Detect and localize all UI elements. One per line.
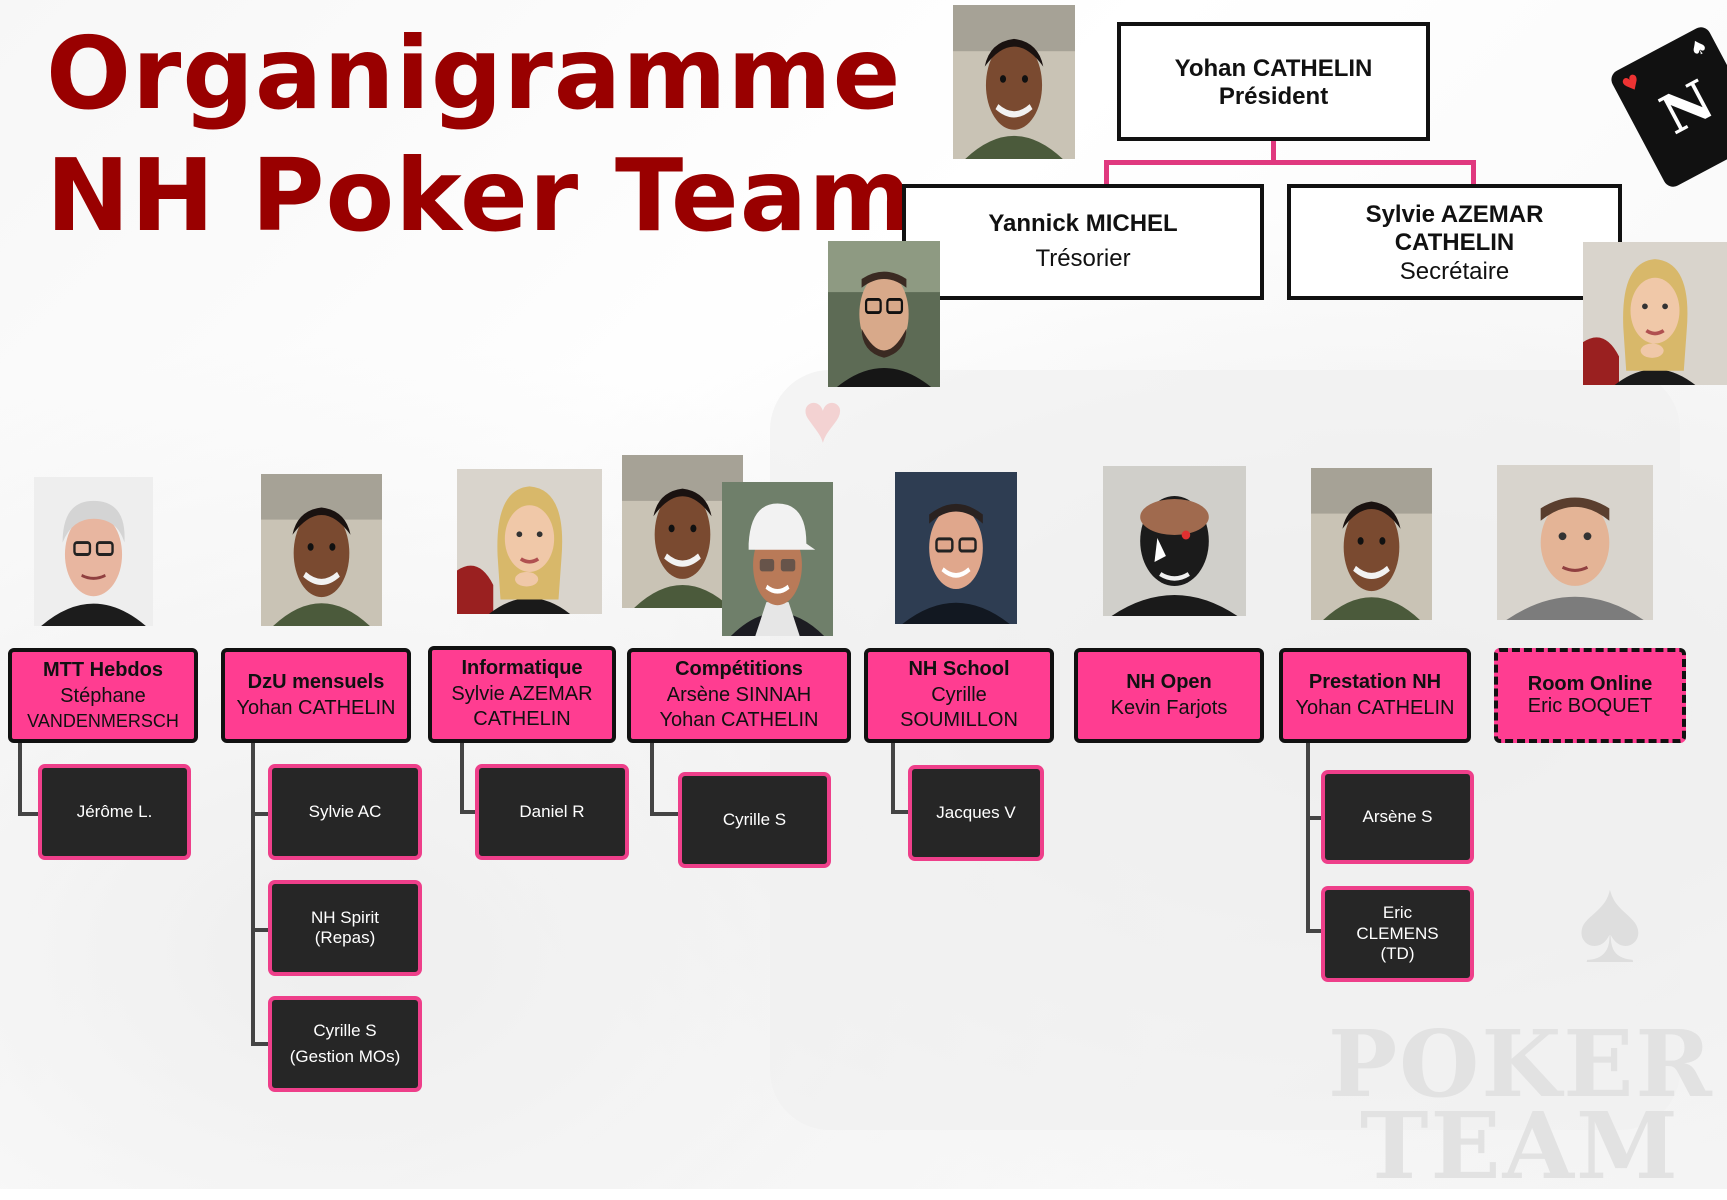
connector-line (18, 812, 42, 816)
dept-lead: Cyrille (931, 683, 987, 706)
dept-box-competitions: Compétitions Arsène SINNAH Yohan CATHELI… (627, 648, 851, 743)
logo-letter: N (1650, 67, 1724, 147)
secretary-box: Sylvie AZEMAR CATHELIN Secrétaire (1287, 184, 1622, 300)
member-name: Arsène S (1362, 806, 1433, 826)
dept-lead: Arsène SINNAH (666, 683, 812, 706)
president-role: Président (1218, 82, 1329, 110)
member-name-line2: CLEMENS (1356, 923, 1439, 943)
member-note: (Gestion MOs) (289, 1047, 401, 1066)
connector-line (1306, 816, 1328, 820)
dept-box-nh-open: NH Open Kevin Farjots (1074, 648, 1264, 743)
connector-line (650, 812, 684, 816)
connector-line (1306, 740, 1310, 932)
member-name: Cyrille S (313, 1020, 377, 1040)
connector-line (1104, 160, 1476, 165)
member-box: Eric CLEMENS (TD) (1321, 886, 1474, 982)
watermark-heart-icon: ♥ (802, 379, 844, 457)
member-name: NH Spirit (310, 907, 379, 927)
dept-lead: Sylvie AZEMAR (451, 682, 593, 705)
connector-line (1271, 141, 1276, 164)
dept-box-mtt-hebdos: MTT Hebdos Stéphane VANDENMERSCH (8, 648, 198, 743)
member-box: NH Spirit (Repas) (268, 880, 422, 976)
connector-line (1306, 929, 1328, 933)
member-box: Cyrille S (678, 772, 831, 868)
secretary-role: Secrétaire (1399, 257, 1510, 285)
photo-nh-open (1103, 466, 1246, 616)
member-box: Cyrille S (Gestion MOs) (268, 996, 422, 1092)
president-box: Yohan CATHELIN Président (1117, 22, 1430, 141)
dept-box-dzu-mensuels: DzU mensuels Yohan CATHELIN (221, 648, 411, 743)
connector-line (650, 740, 654, 815)
page-title-line1: Organigramme (46, 15, 902, 132)
dept-lead: Kevin Farjots (1110, 696, 1228, 719)
photo-room-online (1497, 465, 1653, 620)
dept-title: NH School (908, 658, 1010, 681)
connector-line (18, 740, 22, 816)
member-box: Daniel R (475, 764, 629, 860)
member-name: Jérôme L. (76, 801, 153, 821)
dept-lead-line2: SOUMILLON (900, 709, 1018, 732)
dept-title: Room Online (1527, 672, 1653, 695)
connector-line (251, 812, 273, 816)
connector-line (891, 740, 895, 813)
photo-secretary (1583, 242, 1727, 385)
photo-prestation-nh (1311, 468, 1432, 620)
dept-lead: Yohan CATHELIN (236, 696, 396, 719)
spade-icon: ♠ (1684, 32, 1713, 63)
member-name: Eric (1382, 903, 1413, 923)
dept-title: Compétitions (675, 658, 803, 681)
member-name: Jacques V (936, 802, 1016, 822)
dept-lead-line2: CATHELIN (473, 708, 571, 731)
dept-lead: Eric BOQUET (1527, 694, 1653, 717)
photo-nh-school (895, 472, 1017, 624)
dept-box-room-online: Room Online Eric BOQUET (1494, 648, 1686, 743)
connector-line (1104, 160, 1109, 186)
member-box: Arsène S (1321, 770, 1474, 864)
page-title-line2: NH Poker Team (46, 137, 914, 254)
connector-line (460, 740, 464, 813)
dept-title: DzU mensuels (247, 670, 385, 693)
dept-title: MTT Hebdos (43, 659, 163, 682)
watermark-word-team: TEAM (1360, 1092, 1680, 1200)
watermark-word-poker: POKER (1328, 1010, 1714, 1118)
connector-line (251, 928, 273, 932)
connector-line (1471, 160, 1476, 186)
photo-dzu-mensuels (261, 474, 382, 626)
treasurer-box: Yannick MICHEL Trésorier (902, 184, 1264, 300)
dept-title: Informatique (461, 657, 583, 680)
heart-icon: ♥ (1617, 68, 1645, 99)
president-name: Yohan CATHELIN (1174, 55, 1373, 82)
member-note: (Repas) (314, 928, 376, 947)
connector-line (251, 740, 255, 1046)
photo-president (953, 5, 1075, 159)
member-name: Sylvie AC (308, 801, 382, 821)
treasurer-name: Yannick MICHEL (988, 210, 1178, 237)
photo-informatique (457, 469, 602, 614)
watermark-spade-icon: ♠ (1578, 854, 1642, 988)
connector-line (251, 1042, 273, 1046)
member-box: Jacques V (908, 765, 1044, 861)
dept-title: Prestation NH (1308, 670, 1442, 693)
photo-competitions-2 (722, 482, 833, 636)
member-box: Jérôme L. (38, 764, 191, 860)
member-name: Daniel R (519, 801, 585, 821)
connector-line (460, 810, 482, 814)
member-name: Cyrille S (722, 809, 787, 829)
dept-title: NH Open (1126, 670, 1212, 693)
dept-box-informatique: Informatique Sylvie AZEMAR CATHELIN (428, 646, 616, 743)
secretary-name-line1: Sylvie AZEMAR (1365, 201, 1544, 228)
treasurer-role: Trésorier (1035, 244, 1131, 272)
dept-lead: Stéphane (60, 684, 146, 707)
member-box: Sylvie AC (268, 764, 422, 860)
dept-lead-line2: VANDENMERSCH (27, 710, 179, 731)
member-note: (TD) (1380, 944, 1415, 964)
dept-lead-line2: Yohan CATHELIN (659, 709, 819, 732)
dept-box-nh-school: NH School Cyrille SOUMILLON (864, 648, 1054, 743)
dept-box-prestation-nh: Prestation NH Yohan CATHELIN (1279, 648, 1471, 743)
photo-treasurer (828, 241, 940, 387)
secretary-name-line2: CATHELIN (1394, 229, 1515, 257)
connector-line (891, 810, 913, 814)
dept-lead: Yohan CATHELIN (1295, 696, 1455, 719)
photo-mtt-hebdos (34, 477, 153, 626)
